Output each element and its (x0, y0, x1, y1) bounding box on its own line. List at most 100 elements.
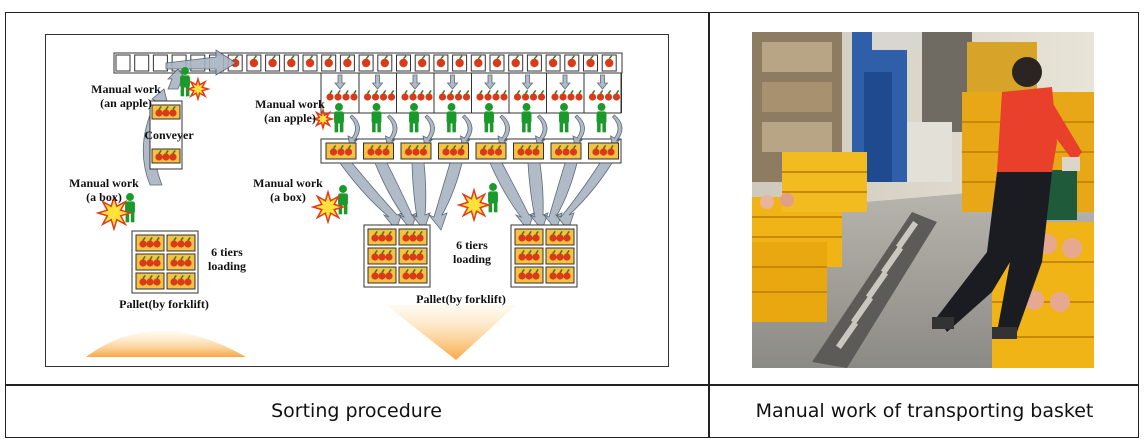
apple-icon (409, 89, 417, 101)
box-row-frame (320, 138, 622, 164)
apple-box (475, 142, 507, 160)
apple-icon (556, 230, 564, 242)
flow-arrow (489, 162, 535, 231)
worker-icon (596, 103, 607, 133)
apple-icon (329, 144, 338, 156)
column-divider (708, 12, 710, 438)
apple-box (545, 228, 575, 246)
six-tiers-label-left: 6 tiers loading (207, 245, 246, 273)
apple-icon (474, 55, 483, 68)
apple-icon (249, 55, 259, 68)
apple-box (514, 228, 544, 246)
apple-icon (387, 89, 396, 101)
apple-icon (399, 55, 408, 68)
apple-icon (492, 89, 500, 101)
apple-box (151, 104, 181, 120)
apple-icon (442, 144, 450, 156)
apple-box (398, 247, 428, 265)
apple-icon (419, 144, 428, 156)
apple-icon (455, 55, 464, 68)
apple-box (135, 272, 165, 290)
apple-icon (153, 274, 161, 286)
apple-icon (524, 144, 533, 156)
flow-arrow (459, 114, 473, 148)
apple-icon (525, 268, 533, 280)
worker-icon (125, 193, 135, 223)
sorting-diagram: Manual work (an apple) Conveyer Manual w… (45, 34, 669, 367)
apple-icon (532, 249, 540, 261)
apple-icon (529, 89, 538, 101)
apple-icon (155, 105, 163, 117)
apple-icon (559, 89, 567, 101)
apple-icon (385, 249, 393, 261)
flow-arrow (542, 162, 578, 231)
apple-icon (551, 89, 559, 101)
apple-icon (586, 55, 595, 68)
burst-icon (310, 189, 346, 225)
flow-arrow (534, 114, 548, 148)
apple-icon (563, 268, 571, 280)
flow-arrow (409, 74, 421, 90)
apple-icon (371, 268, 379, 280)
apple-icon (567, 55, 576, 68)
apple-icon (457, 144, 465, 156)
apple-icon (462, 89, 471, 101)
warehouse-photo (752, 32, 1094, 368)
apple-icon (139, 255, 147, 267)
apple-icon (343, 55, 352, 68)
caption-sorting-procedure: Sorting procedure (271, 400, 442, 422)
apple-icon (532, 268, 540, 280)
apple-icon (378, 249, 386, 261)
apple-icon (494, 144, 503, 156)
apple-icon (378, 268, 386, 280)
apple-icon (416, 268, 424, 280)
apple-icon (412, 144, 420, 156)
worker-icon (521, 103, 532, 133)
apple-box (545, 266, 575, 284)
apple-icon (367, 144, 375, 156)
apple-icon (596, 89, 605, 101)
apple-icon (425, 89, 433, 101)
apple-icon (525, 230, 533, 242)
flow-arrow (384, 114, 398, 148)
flow-arrow (427, 162, 463, 231)
apple-icon (549, 249, 557, 261)
flow-arrow (497, 114, 510, 148)
apple-box (514, 247, 544, 265)
apple-icon (169, 105, 177, 117)
apple-icon (404, 144, 413, 156)
apple-icon (575, 89, 583, 101)
apple-icon (599, 144, 608, 156)
apple-icon (588, 89, 597, 101)
apple-icon (511, 55, 520, 68)
apple-icon (371, 230, 379, 242)
apple-box (367, 228, 397, 246)
apple-icon (268, 55, 277, 68)
apple-box (514, 266, 544, 284)
manual-work-apple-label-left: Manual work (an apple) (91, 82, 161, 110)
apple-icon (184, 274, 192, 286)
apple-box (400, 142, 432, 160)
pallet-label-left: Pallet(by forklift) (119, 297, 209, 311)
apple-icon (402, 230, 410, 242)
burst-icon (185, 76, 211, 102)
apple-icon (554, 144, 563, 156)
conveyer-label: Conveyer (144, 128, 194, 142)
apple-icon (350, 89, 358, 101)
apple-box (545, 247, 575, 265)
forklift-glow-left (86, 331, 246, 357)
apple-icon (556, 268, 564, 280)
apple-icon (177, 236, 185, 248)
apple-icon (416, 230, 424, 242)
apple-icon (612, 89, 621, 101)
apple-icon (417, 89, 425, 101)
apple-icon (385, 230, 393, 242)
apple-box (550, 142, 582, 160)
apple-icon (479, 144, 488, 156)
apple-icon (563, 249, 571, 261)
apple-icon (500, 89, 508, 101)
apple-icon (604, 89, 613, 101)
caption-manual-work: Manual work of transporting basket (755, 400, 1094, 422)
apple-icon (492, 55, 502, 68)
apple-icon (162, 149, 170, 161)
